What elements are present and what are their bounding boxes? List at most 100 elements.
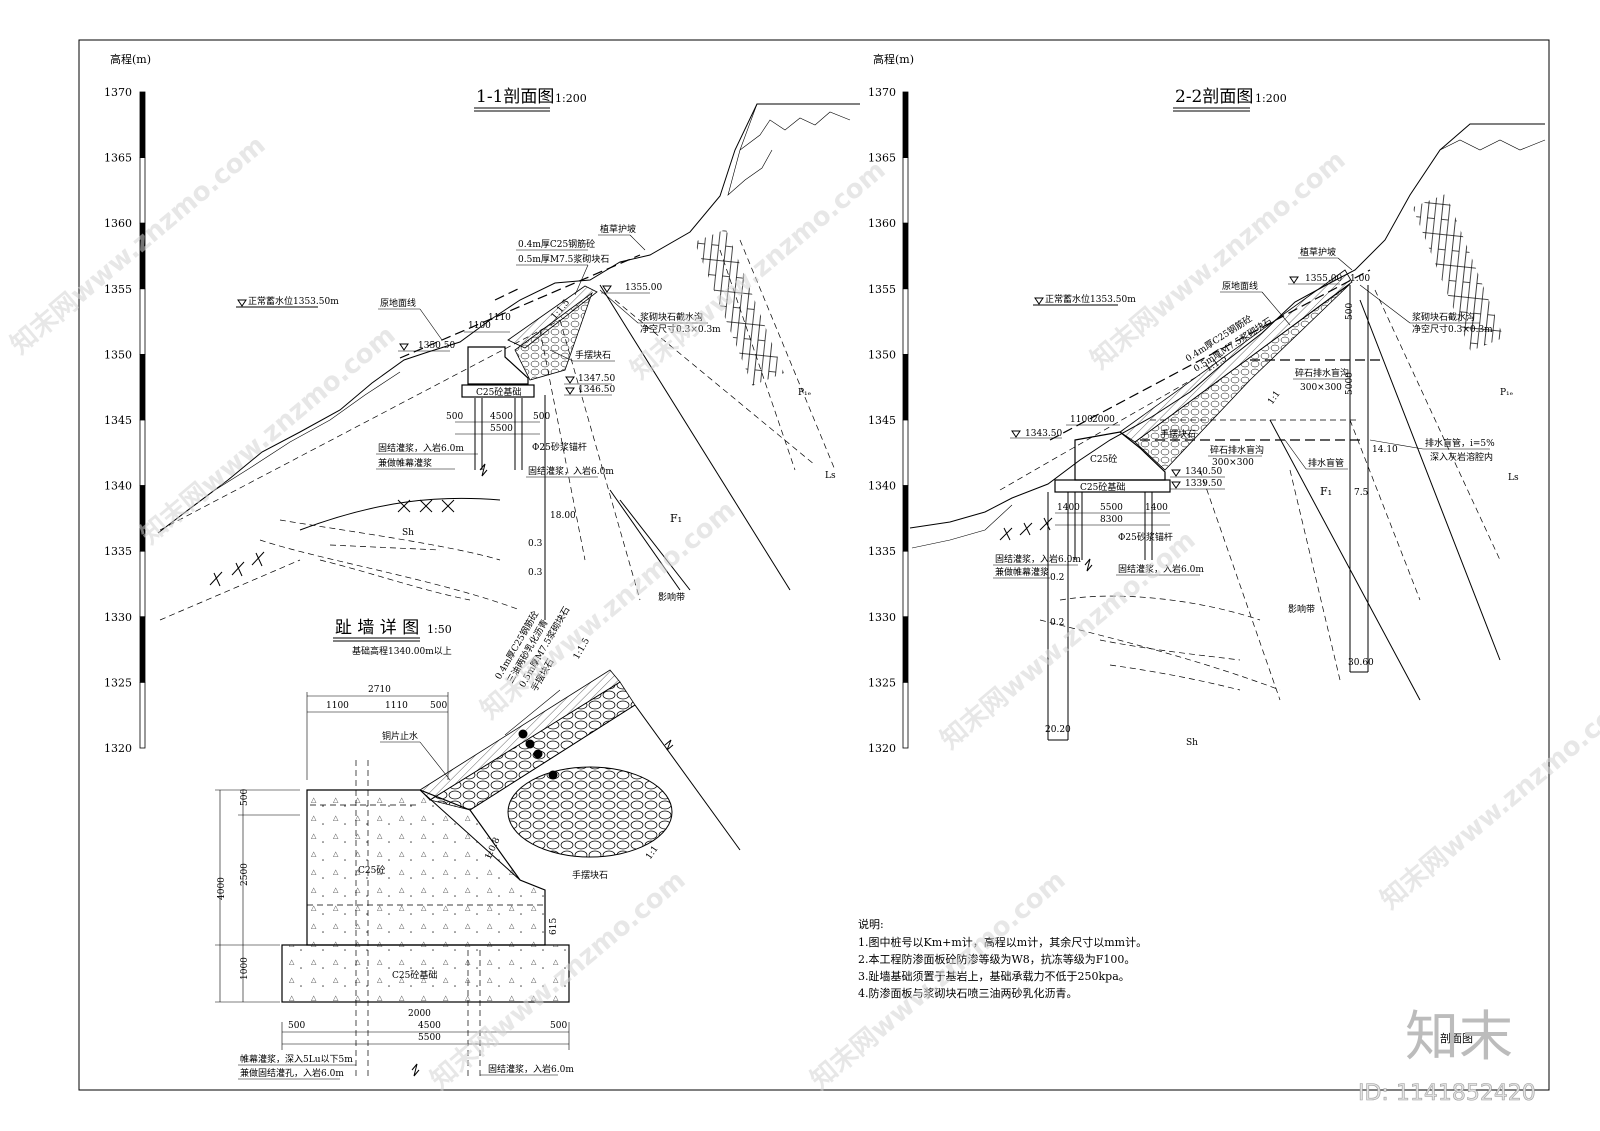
scale-bar-segment	[139, 616, 146, 683]
svg-text:正常蓄水位1353.50m: 正常蓄水位1353.50m	[248, 295, 339, 307]
elevation-tick-label: 1320	[104, 742, 132, 755]
svg-text:0.2: 0.2	[1050, 618, 1064, 628]
toe-wall-subtitle: 基础高程1340.00m以上	[352, 645, 452, 657]
svg-text:固结灌浆，入岩6.0m: 固结灌浆，入岩6.0m	[995, 553, 1081, 565]
section-1-1: 1-1剖面图 1:200	[157, 87, 860, 621]
elevation-tick-label: 1335	[868, 545, 896, 558]
scale-bar-segment	[902, 419, 909, 486]
svg-text:知末网www.znzmo.com: 知末网www.znzmo.com	[5, 130, 271, 360]
svg-text:5000: 5000	[1345, 372, 1355, 395]
scale-bar-segment	[902, 682, 909, 749]
svg-text:1110: 1110	[385, 701, 408, 711]
svg-text:Ls: Ls	[1508, 473, 1519, 483]
svg-text:帷幕灌浆，深入5Lu以下5m: 帷幕灌浆，深入5Lu以下5m	[240, 1053, 353, 1065]
right-elevation-axis: 高程(m) 1370136513601355135013451340133513…	[868, 52, 914, 755]
scale-bar-segment	[139, 288, 146, 355]
svg-text:Φ25砂浆锚杆: Φ25砂浆锚杆	[532, 441, 587, 453]
svg-text:1340.50: 1340.50	[1185, 467, 1222, 477]
elevation-tick-label: 1350	[104, 348, 132, 361]
svg-text:手摆块石: 手摆块石	[572, 869, 608, 881]
section-2-title: 2-2剖面图	[1175, 87, 1253, 107]
svg-text:1339.50: 1339.50	[1185, 479, 1222, 489]
svg-text:500: 500	[240, 789, 250, 806]
svg-text:1.00: 1.00	[1350, 274, 1370, 284]
elevation-tick-label: 1340	[104, 480, 132, 493]
svg-text:0.5m厚M7.5浆砌块石: 0.5m厚M7.5浆砌块石	[518, 253, 609, 265]
section-2-2: 2-2剖面图 1:200	[909, 87, 1546, 748]
svg-text:8300: 8300	[1100, 515, 1123, 525]
notes: 说明: 1.图中桩号以Km+m计，高程以m计，其余尺寸以mm计。 2.本工程防渗…	[858, 917, 1147, 1000]
image-id: ID: 1141852420	[1358, 1081, 1536, 1106]
svg-text:浆砌块石截水沟: 浆砌块石截水沟	[1412, 311, 1475, 323]
hand-stone-mass	[507, 766, 673, 858]
svg-text:5500: 5500	[490, 424, 513, 434]
svg-text:1343.50: 1343.50	[1025, 429, 1062, 439]
sheet-frame	[78, 39, 1550, 1091]
svg-text:兼做帷幕灌浆: 兼做帷幕灌浆	[995, 566, 1049, 578]
toe-wall-detail: 趾 墙 详 图 1:50 基础高程1340.00m以上 2710 1100 11…	[215, 463, 1093, 1080]
svg-text:植草护坡: 植草护坡	[1300, 246, 1336, 258]
elevation-tick-label: 1330	[104, 611, 132, 624]
svg-text:固结灌浆，入岩6.0m: 固结灌浆，入岩6.0m	[528, 465, 614, 477]
section-1-title: 1-1剖面图	[476, 87, 554, 107]
svg-text:浆砌块石截水沟: 浆砌块石截水沟	[640, 311, 703, 323]
svg-text:5500: 5500	[1100, 503, 1123, 513]
svg-text:正常蓄水位1353.50m: 正常蓄水位1353.50m	[1045, 293, 1136, 305]
scale-bar-segment	[902, 91, 909, 158]
svg-text:0.3: 0.3	[528, 568, 543, 578]
svg-text:C25砼: C25砼	[1090, 453, 1117, 465]
scale-bar-segment	[139, 682, 146, 749]
water-level-1: 正常蓄水位1353.50m	[236, 295, 339, 308]
svg-text:Ls: Ls	[825, 471, 836, 481]
svg-text:5500: 5500	[418, 1033, 441, 1043]
svg-text:Φ25砂浆锚杆: Φ25砂浆锚杆	[1118, 531, 1173, 543]
elevation-tick-label: 1320	[868, 742, 896, 755]
svg-text:4500: 4500	[490, 412, 513, 422]
svg-text:固结灌浆，入岩6.0m: 固结灌浆，入岩6.0m	[488, 1063, 574, 1075]
svg-text:碎石排水盲沟: 碎石排水盲沟	[1210, 444, 1264, 456]
svg-text:净空尺寸0.3×0.3m: 净空尺寸0.3×0.3m	[1412, 323, 1493, 335]
elevation-tick-label: 1355	[868, 283, 896, 296]
svg-text:碎石排水盲沟: 碎石排水盲沟	[1295, 367, 1349, 379]
elevation-tick-label: 1365	[868, 152, 896, 165]
svg-text:14.10: 14.10	[1372, 445, 1398, 455]
svg-text:20.20: 20.20	[1045, 725, 1071, 735]
scale-bar-segment	[902, 288, 909, 355]
svg-text:0.2: 0.2	[1050, 573, 1064, 583]
elevation-tick-label: 1355	[104, 283, 132, 296]
svg-text:Sh: Sh	[402, 528, 414, 538]
section-2-scale: 1:200	[1255, 92, 1287, 105]
elevation-tick-label: 1345	[104, 414, 132, 427]
scale-bar-segment	[139, 485, 146, 552]
svg-text:1400: 1400	[1145, 503, 1168, 513]
hand-stone-fill-1	[514, 291, 593, 381]
svg-text:615: 615	[549, 918, 559, 935]
svg-text:影响带: 影响带	[1288, 603, 1315, 615]
scale-bar-segment	[902, 550, 909, 618]
svg-text:C25砼: C25砼	[358, 864, 385, 876]
svg-text:深入灰岩溶腔内: 深入灰岩溶腔内	[1430, 451, 1493, 463]
svg-text:Sh: Sh	[1186, 738, 1198, 748]
note-4: 4.防渗面板与浆砌块石喷三油两砂乳化沥青。	[858, 986, 1078, 1000]
svg-text:排水盲管，i=5%: 排水盲管，i=5%	[1425, 437, 1495, 449]
svg-text:500: 500	[288, 1021, 305, 1031]
svg-text:C25砼基础: C25砼基础	[392, 969, 437, 981]
svg-text:1:1: 1:1	[644, 844, 660, 862]
scale-bar-segment	[139, 550, 146, 618]
svg-text:1355.00: 1355.00	[625, 283, 662, 293]
svg-text:净空尺寸0.3×0.3m: 净空尺寸0.3×0.3m	[640, 323, 721, 335]
svg-text:F₁: F₁	[1320, 485, 1332, 498]
svg-text:2500: 2500	[240, 863, 250, 886]
svg-text:知末网www.znzmo.com: 知末网www.znzmo.com	[135, 320, 401, 550]
svg-text:2000: 2000	[1092, 415, 1115, 425]
base-1	[461, 384, 535, 398]
svg-text:影响带: 影响带	[658, 591, 685, 603]
elevation-tick-label: 1325	[104, 676, 132, 689]
svg-text:C25砼基础: C25砼基础	[476, 386, 521, 398]
elevation-tick-label: 1345	[868, 414, 896, 427]
axis-label: 高程(m)	[110, 52, 151, 66]
note-1: 1.图中桩号以Km+m计，高程以m计，其余尺寸以mm计。	[858, 935, 1147, 949]
toe-wall-title: 趾 墙 详 图	[335, 618, 419, 638]
elevation-tick-label: 1350	[868, 348, 896, 361]
